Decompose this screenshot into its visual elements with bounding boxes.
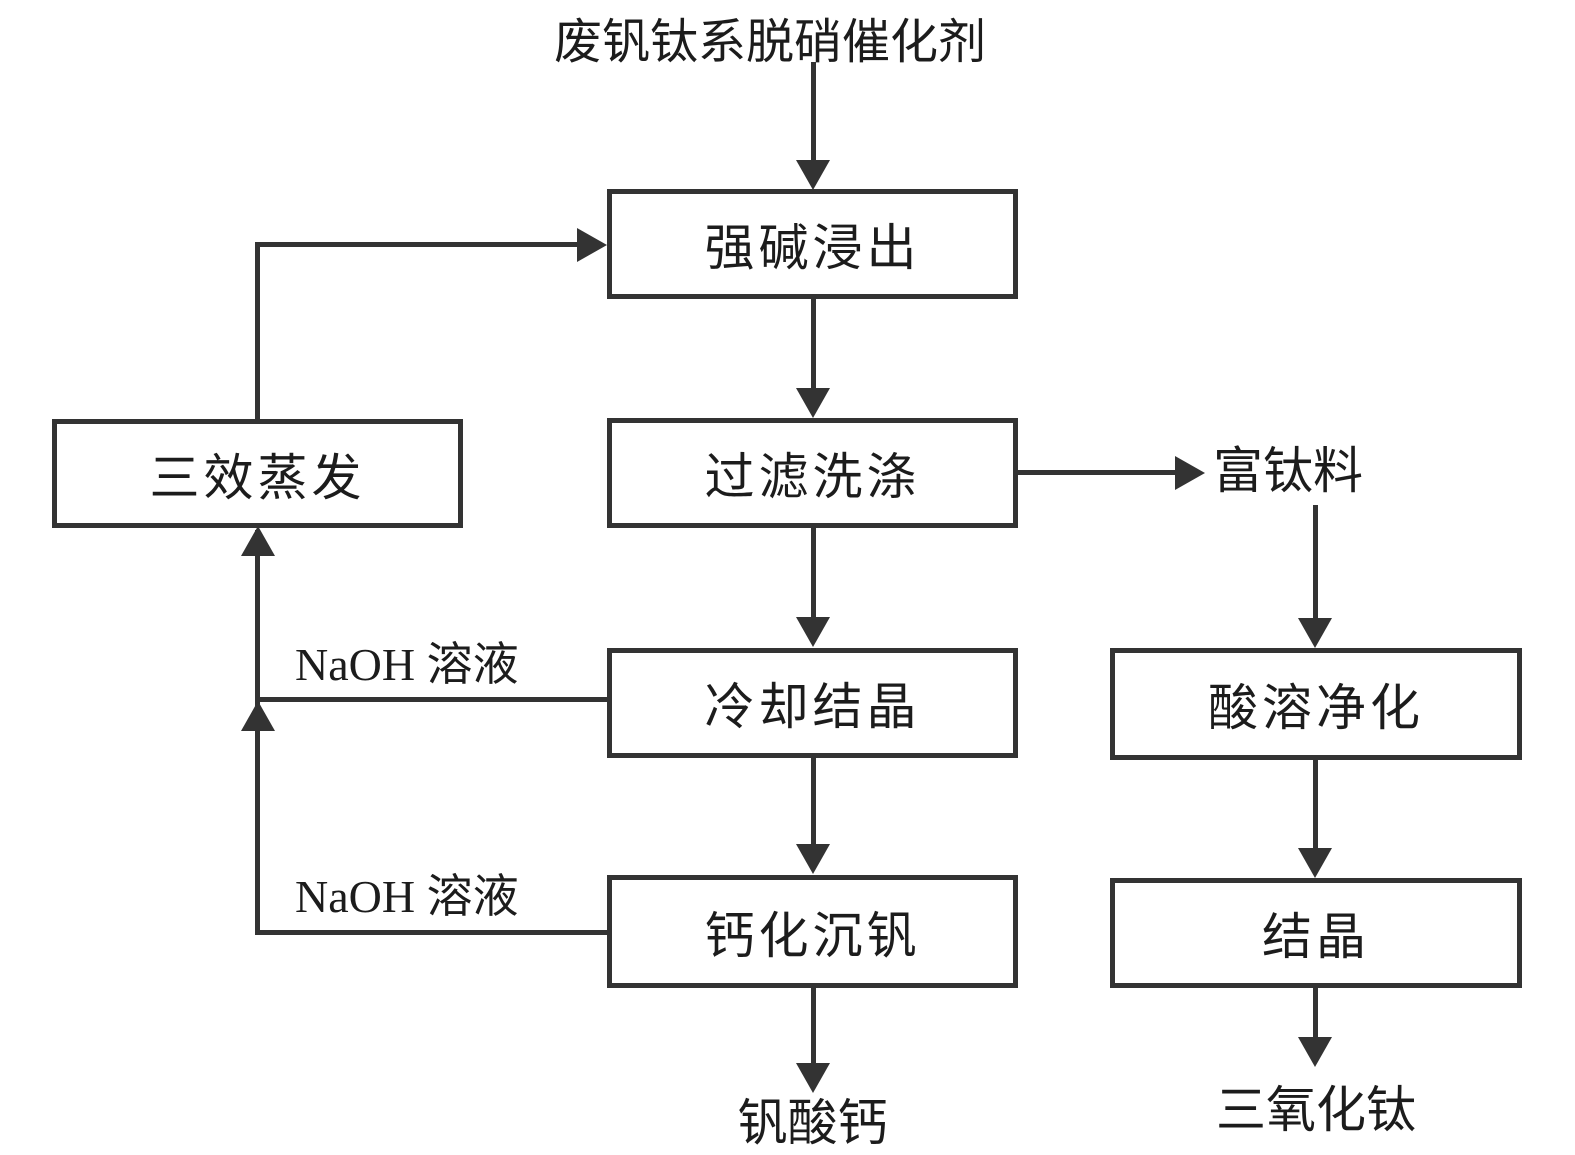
connector-crystallization-to-titanium-trioxide: [1313, 987, 1318, 1038]
box-calcification-vanadium-precipitation: 钙化沉钒: [607, 875, 1018, 988]
label-titanium-rich-material: 富钛料: [1213, 443, 1363, 499]
arrowhead-cooling-to-calcification: [796, 844, 830, 874]
connector-calcification-to-calcium-vanadate: [811, 988, 816, 1064]
box-triple-effect-evaporation: 三效蒸发: [52, 419, 463, 528]
box-filter-washing: 过滤洗涤: [607, 418, 1018, 528]
box-crystallization: 结晶: [1110, 878, 1522, 988]
connector-leaching-to-filter: [811, 298, 816, 390]
arrowhead-calcification-to-calcium-vanadate: [796, 1063, 830, 1093]
arrowhead-acid-to-crystallization: [1298, 848, 1332, 878]
arrowhead-titanium-rich-to-acid: [1298, 618, 1332, 648]
connector-acid-to-crystallization: [1313, 760, 1318, 849]
arrowhead-title-to-leaching: [796, 160, 830, 190]
connector-title-to-leaching: [811, 62, 816, 160]
connector-evaporation-up: [255, 245, 260, 421]
arrowhead-crystallization-to-titanium-trioxide: [1298, 1037, 1332, 1067]
label-naoh-solution-upper: NaOH 溶液: [295, 639, 519, 690]
arrowhead-evaporation-to-leaching: [577, 228, 607, 262]
arrowhead-filter-to-titanium-rich: [1175, 456, 1205, 490]
arrowhead-leaching-to-filter: [796, 388, 830, 418]
box-acid-dissolution-purification: 酸溶净化: [1110, 648, 1522, 760]
label-titanium-trioxide: 三氧化钛: [1216, 1082, 1416, 1138]
connector-calcification-to-naoh-line: [255, 930, 607, 935]
label-calcium-vanadate: 钒酸钙: [737, 1095, 888, 1151]
connector-filter-to-titanium-rich: [1018, 470, 1175, 475]
arrowhead-into-evaporation: [241, 526, 275, 556]
connector-naoh-vertical: [255, 530, 260, 935]
connector-evaporation-across: [255, 242, 579, 247]
connector-titanium-rich-to-acid: [1313, 505, 1318, 619]
box-cooling-crystallization: 冷却结晶: [607, 648, 1018, 758]
box-strong-alkali-leaching: 强碱浸出: [607, 189, 1018, 299]
label-naoh-solution-lower: NaOH 溶液: [295, 871, 519, 922]
flow-title: 废钒钛系脱硝催化剂: [553, 16, 986, 69]
connector-cooling-to-naoh-line: [255, 697, 607, 702]
arrowhead-naoh-junction: [241, 701, 275, 731]
connector-cooling-to-calcification: [811, 757, 816, 845]
connector-filter-to-cooling: [811, 528, 816, 618]
arrowhead-filter-to-cooling: [796, 617, 830, 647]
